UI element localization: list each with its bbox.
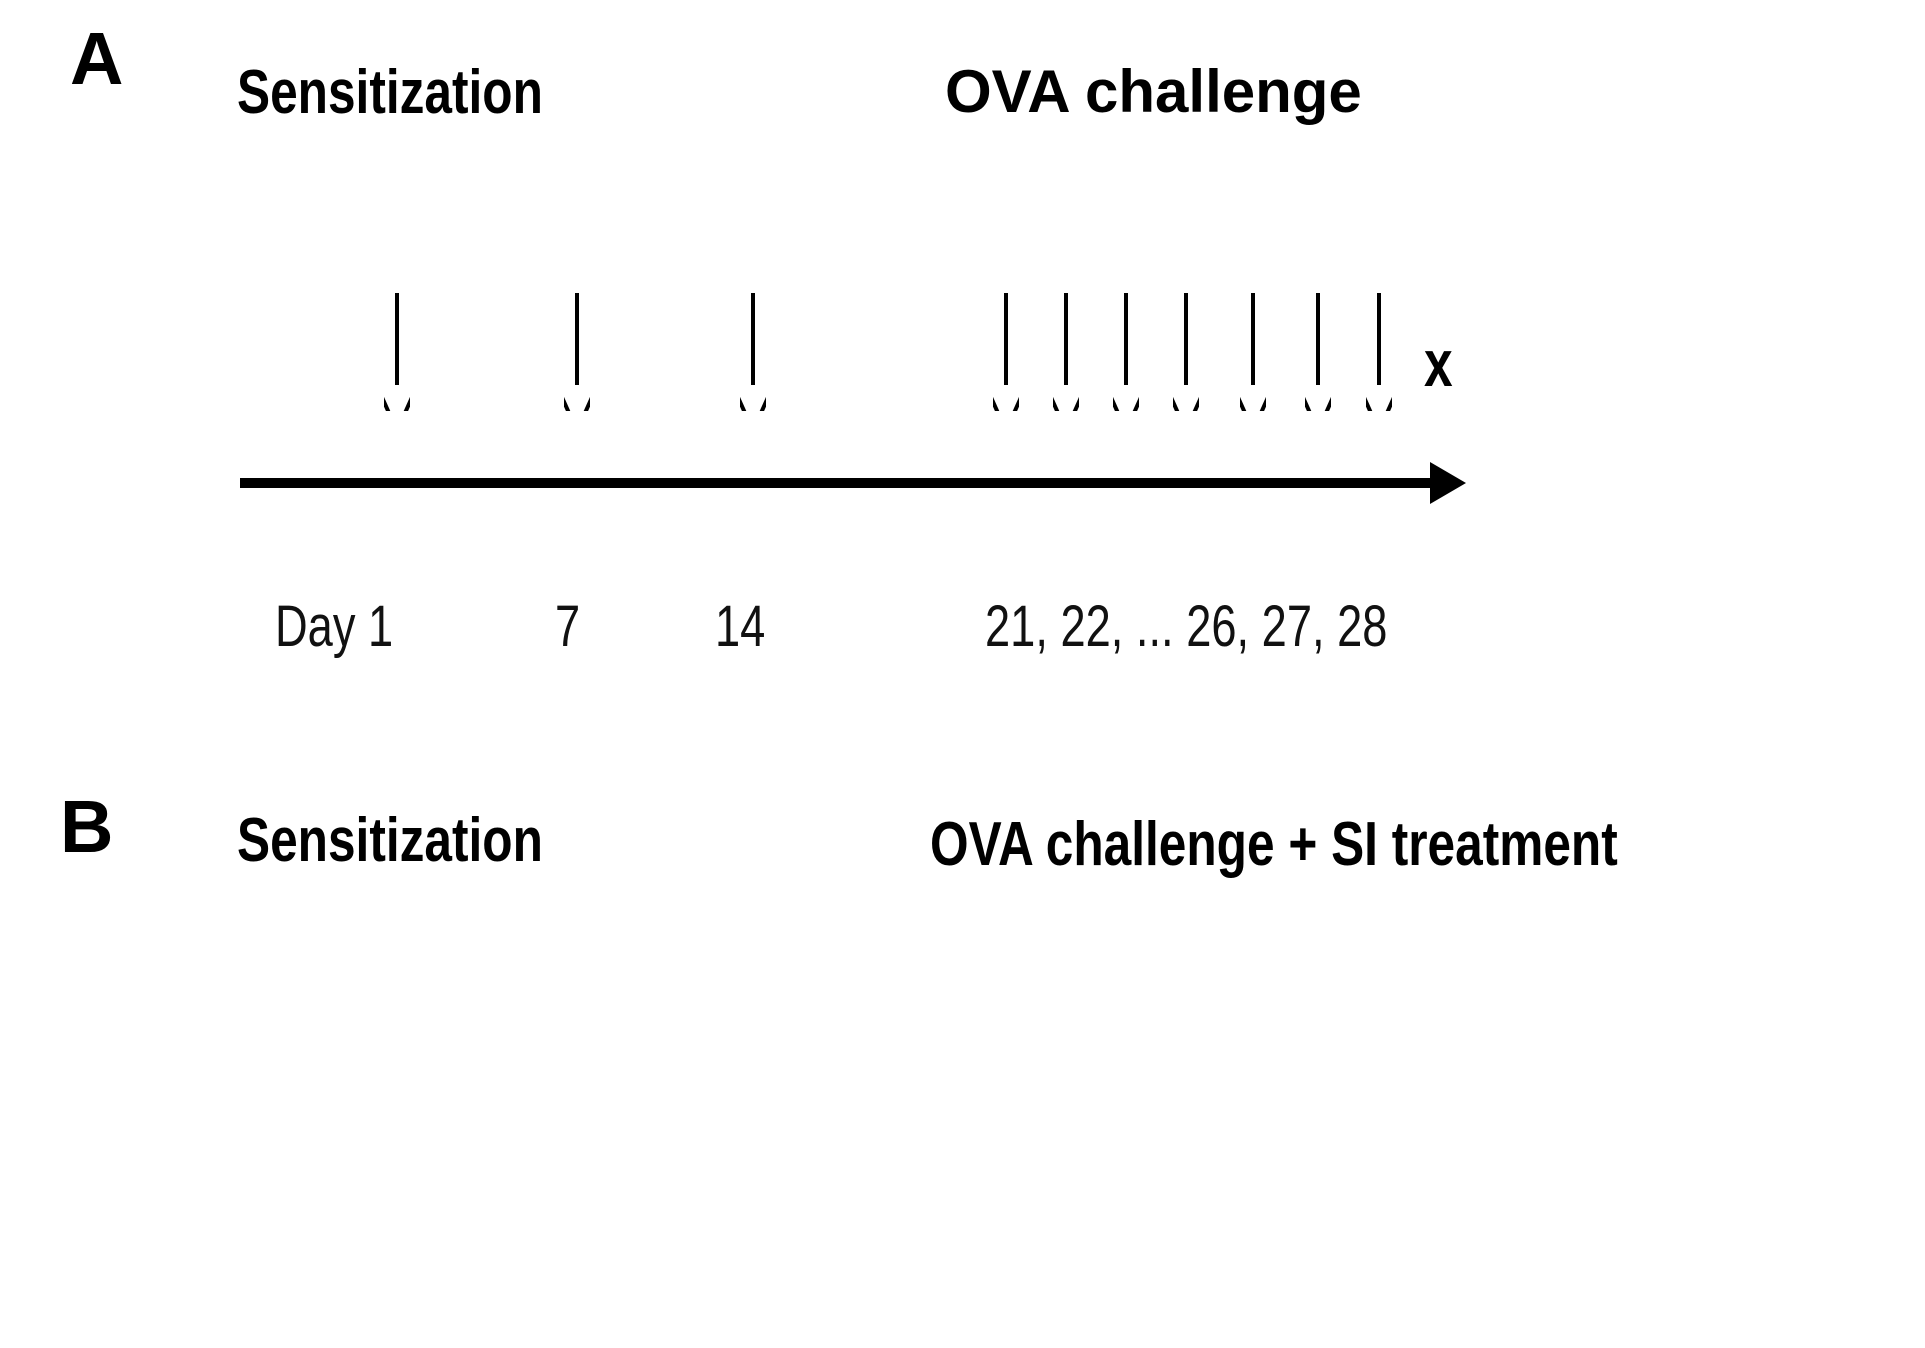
endpoint-x-marker: x: [1424, 326, 1453, 400]
panel-a-header-challenge: OVA challenge: [945, 58, 1362, 125]
panel-a-letter: A: [70, 17, 124, 100]
panel-a: A Sensitization OVA challenge: [70, 17, 1466, 659]
timeline-axis-a: [240, 462, 1466, 504]
panel-b-header-sensitization: Sensitization: [237, 806, 543, 875]
panel-b: B Sensitization OVA challenge + SI treat…: [0, 680, 1925, 1348]
panel-b-header-challenge-treatment: OVA challenge + SI treatment: [930, 810, 1618, 879]
panel-a-header-sensitization: Sensitization: [237, 58, 543, 127]
day-label-challenge-range: 21, 22, ... 26, 27, 28: [985, 594, 1388, 659]
day-label-sensitization-14: 14: [715, 594, 766, 659]
panel-b-letter: B: [60, 785, 114, 868]
day-label-sensitization-1: Day 1: [275, 594, 394, 659]
day-label-sensitization-7: 7: [555, 594, 581, 659]
